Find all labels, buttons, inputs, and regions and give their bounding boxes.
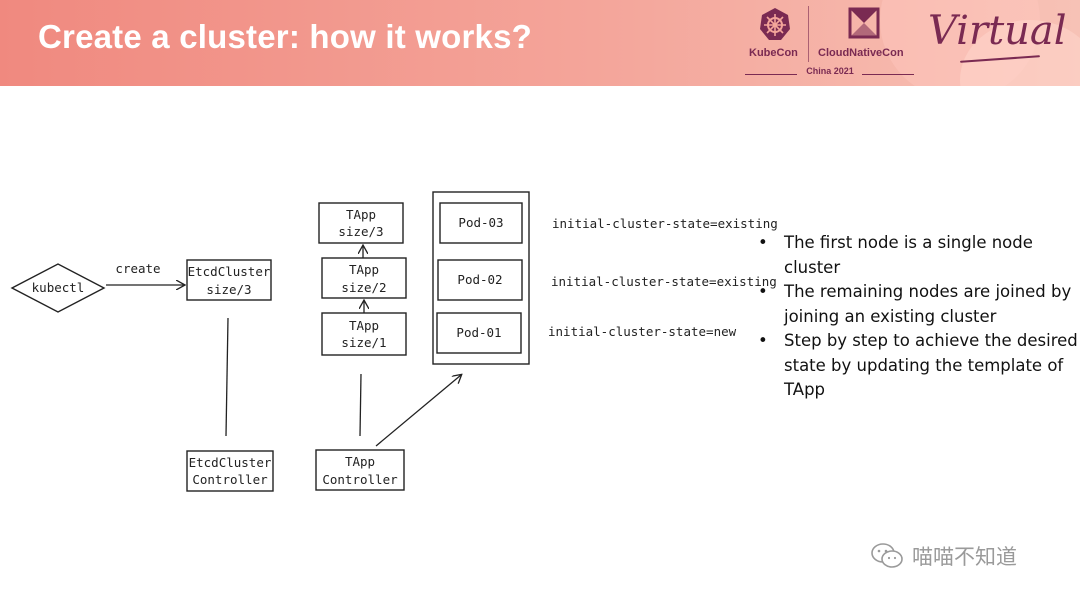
etcdcluster-label: EtcdCluster (188, 264, 271, 279)
tapp-label: TApp (349, 318, 379, 333)
virtual-label: Virtual (928, 8, 1067, 54)
slide-title: Create a cluster: how it works? (38, 18, 532, 55)
logo-divider (808, 6, 809, 62)
etcdcluster-link (225, 317, 229, 437)
tapp-controller-label: TApp (345, 454, 375, 469)
tapp-size: size/1 (341, 335, 386, 350)
etcdcluster-controller-label: EtcdCluster (189, 455, 272, 470)
event-line-right (862, 74, 914, 75)
bullet-list: The first node is a single node cluster … (756, 231, 1078, 403)
pod-state-label: initial-cluster-state=existing (551, 274, 777, 289)
pod-state-label: initial-cluster-state=existing (552, 216, 778, 231)
etcdcluster-controller-label: Controller (192, 472, 268, 487)
pod-state-label: initial-cluster-state=new (548, 324, 737, 339)
tapp-controller-box: TApp Controller (315, 449, 405, 491)
create-label: create (115, 261, 160, 276)
tapp-label: TApp (346, 207, 376, 222)
etcdcluster-controller-box: EtcdCluster Controller (186, 450, 274, 492)
watermark: 喵喵不知道 (870, 540, 1017, 572)
bullet-item: The first node is a single node cluster (756, 231, 1078, 280)
tapp-size3-box: TApp size/3 (318, 202, 404, 244)
tapp-size: size/3 (338, 224, 383, 239)
tapp-label: TApp (349, 262, 379, 277)
pod-01-box: Pod-01 (436, 312, 522, 354)
pod-name: Pod-02 (457, 272, 502, 287)
kubecon-logo-icon (760, 8, 790, 40)
bullet-item: Step by step to achieve the desired stat… (756, 329, 1078, 403)
bullet-item: The remaining nodes are joined by joinin… (756, 280, 1078, 329)
watermark-text: 喵喵不知道 (912, 545, 1017, 569)
tapp-size: size/2 (341, 280, 386, 295)
header-banner (0, 0, 1080, 86)
pod-name: Pod-01 (456, 325, 501, 340)
pod-03-box: Pod-03 (439, 202, 523, 244)
event-line-left (745, 74, 797, 75)
wechat-icon (871, 543, 903, 568)
controller-to-pods-arrow (375, 375, 461, 447)
event-year: China 2021 (806, 66, 854, 76)
tapp-controller-label: Controller (322, 472, 398, 487)
kubectl-label: kubectl (32, 280, 85, 295)
etcdcluster-size: size/3 (206, 282, 251, 297)
cloudnativecon-label: CloudNativeCon (818, 47, 904, 59)
kubecon-label: KubeCon (749, 47, 798, 59)
etcdcluster-box: EtcdCluster size/3 (186, 259, 272, 301)
pod-02-box: Pod-02 (437, 259, 523, 301)
tapp-size2-box: TApp size/2 (321, 257, 407, 299)
tapp-link (359, 373, 362, 437)
pod-name: Pod-03 (458, 215, 503, 230)
cloudnativecon-logo-icon (848, 7, 880, 39)
kubectl-node: kubectl (10, 263, 106, 313)
tapp-size1-box: TApp size/1 (321, 312, 407, 356)
